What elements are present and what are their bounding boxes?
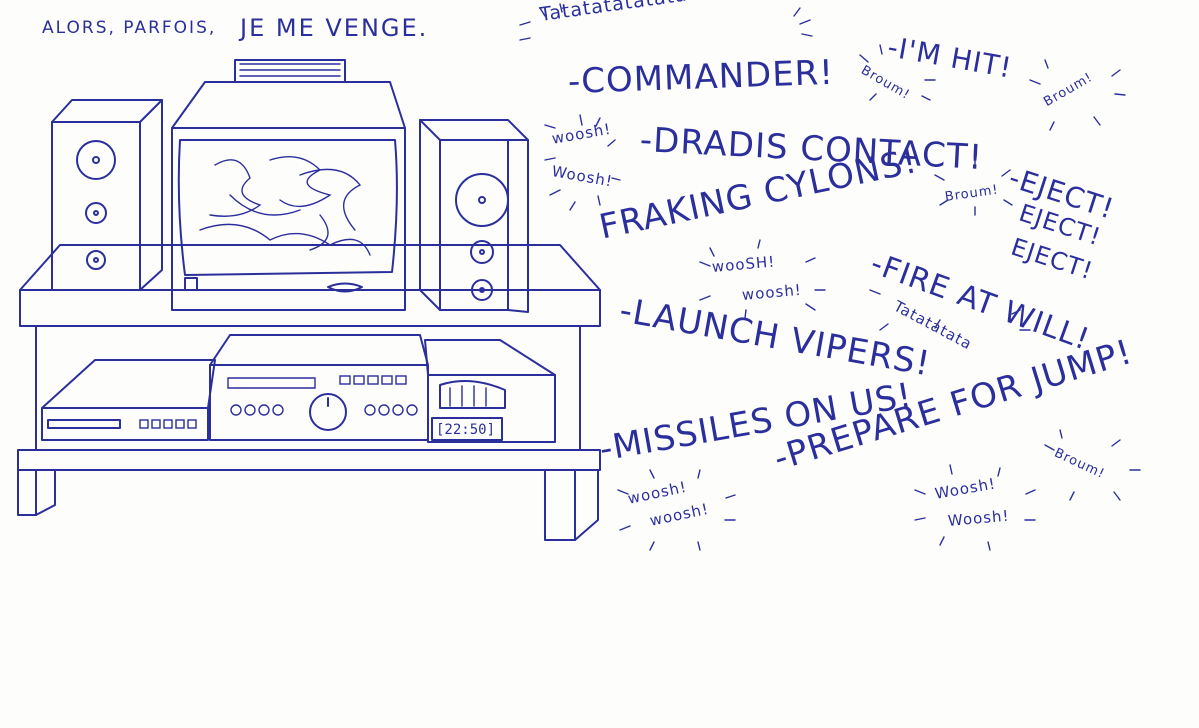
television <box>171 59 406 311</box>
dvd-player <box>41 359 216 441</box>
amplifier <box>209 334 429 441</box>
tv-stand <box>17 244 601 541</box>
burst-marks <box>519 3 1141 551</box>
caption-part2: JE ME VENGE. <box>240 14 429 42</box>
receiver-box <box>424 339 556 443</box>
left-speaker <box>51 99 163 291</box>
clock-display: [22:50] <box>436 422 496 438</box>
caption-part1: ALORS, PARFOIS, <box>42 18 217 38</box>
right-speaker <box>419 119 529 313</box>
